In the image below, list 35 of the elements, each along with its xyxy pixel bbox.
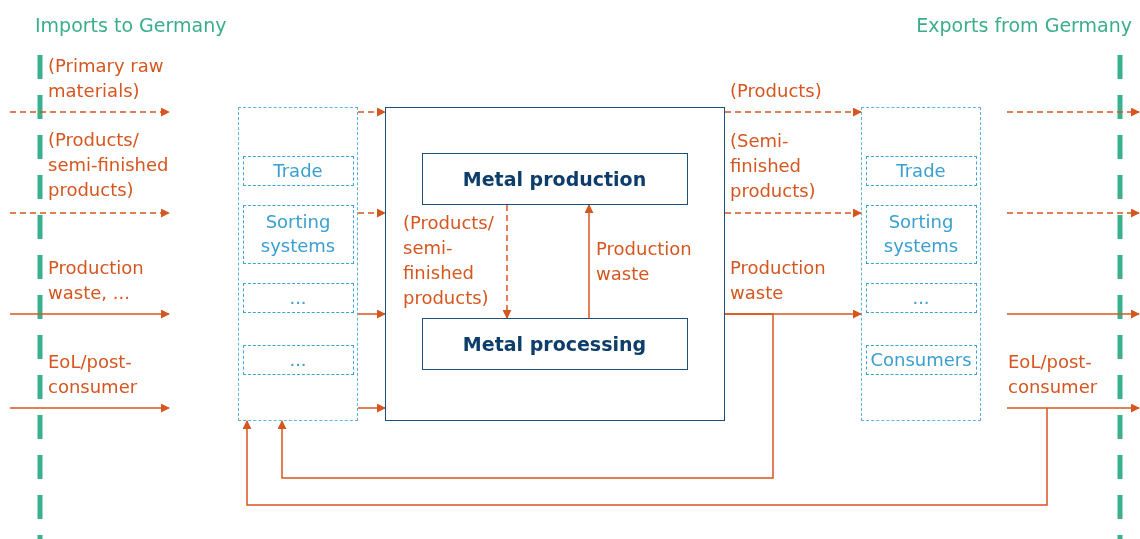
flow-arrow [724, 208, 862, 218]
flow-label: (Primary raw materials) [48, 54, 165, 103]
edge-label: Production waste [730, 256, 827, 305]
flow-label: Production waste, ... [48, 256, 145, 305]
process-box: Metal processing [421, 317, 688, 370]
flow-label: (Products/ semi-finished products) [48, 128, 170, 202]
category-box: Trade [242, 155, 354, 186]
heading: Imports to Germany [35, 14, 227, 36]
flow-label: EoL/post-consumer [1008, 350, 1099, 399]
edge-label: (Semi-finished products) [730, 129, 817, 203]
category-box: Consumers [865, 344, 977, 375]
flow-arrow [584, 204, 594, 319]
dashed-column-frame [861, 107, 981, 421]
edge-label: (Products) [730, 79, 823, 103]
edge-label: (Products/ semi-finished products) [403, 211, 495, 310]
flow-arrow [502, 204, 512, 319]
flow-arrow [242, 407, 1048, 506]
category-box: ... [242, 282, 354, 313]
heading: Exports from Germany [916, 14, 1132, 36]
system-frame [385, 107, 725, 421]
flow-arrow [277, 313, 774, 479]
category-box: Sorting systems [242, 204, 354, 264]
flow-arrow [357, 208, 386, 218]
process-box: Metal production [421, 152, 688, 205]
flow-arrow [357, 309, 386, 319]
flow-label: EoL/post-consumer [48, 350, 139, 399]
flow-arrow [357, 403, 386, 413]
dashed-column-frame [238, 107, 358, 421]
flow-arrow [724, 107, 862, 117]
category-box: ... [865, 282, 977, 313]
category-box: Trade [865, 155, 977, 186]
category-box: Sorting systems [865, 204, 977, 264]
edge-label: Production waste [596, 237, 693, 286]
category-box: ... [242, 344, 354, 375]
flow-arrow [357, 107, 386, 117]
